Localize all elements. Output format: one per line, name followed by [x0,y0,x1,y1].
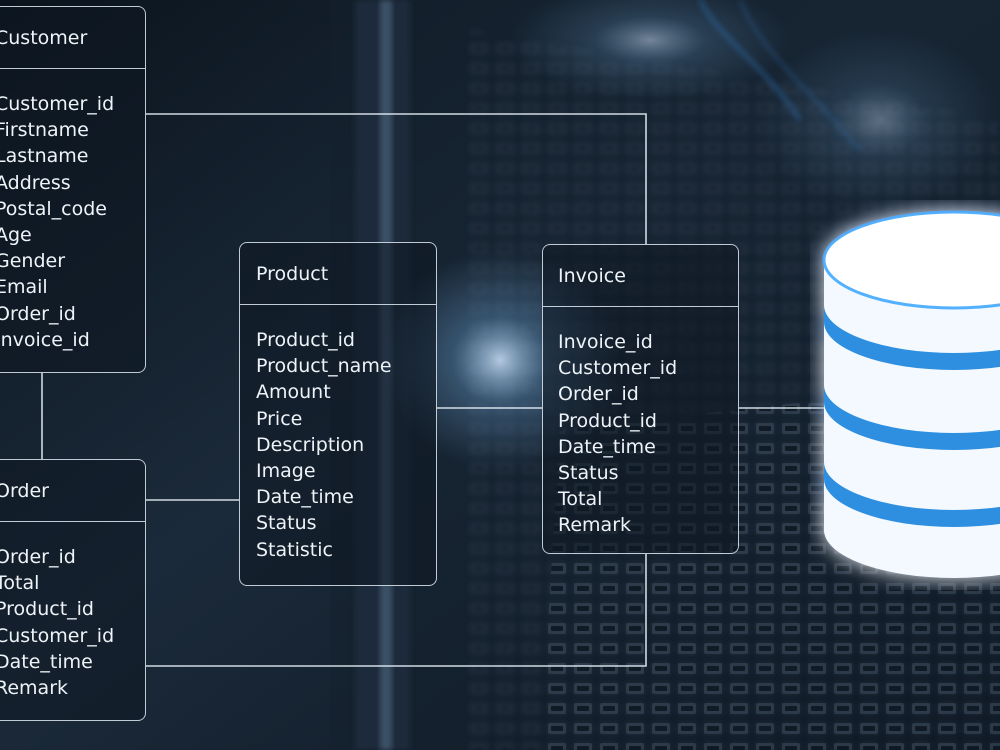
field-status: Status [256,510,436,536]
field-price: Price [256,406,436,432]
field-product-id: Product_id [256,327,436,353]
field-date-time: Date_time [256,484,436,510]
field-date-time: Date_time [558,434,738,460]
field-product-id: Product_id [558,408,738,434]
field-product-name: Product_name [256,353,436,379]
field-customer-id: Customer_id [0,91,145,117]
entity-product-title: Product [240,243,436,305]
field-firstname: Firstname [0,117,145,143]
entity-product: Product Product_id Product_name Amount P… [239,242,437,586]
field-image: Image [256,458,436,484]
field-remark: Remark [558,512,738,538]
entity-customer-title: Customer [0,7,145,69]
field-description: Description [256,432,436,458]
entity-invoice: Invoice Invoice_id Customer_id Order_id … [542,244,739,554]
field-statistic: Statistic [256,537,436,563]
entity-order-fields: Order_id Total Product_id Customer_id Da… [0,522,145,701]
entity-product-fields: Product_id Product_name Amount Price Des… [240,305,436,563]
field-invoice-id: Invoice_id [558,329,738,355]
field-order-id: Order_id [0,544,145,570]
field-customer-id: Customer_id [558,355,738,381]
field-address: Address [0,170,145,196]
field-amount: Amount [256,379,436,405]
field-date-time: Date_time [0,649,145,675]
field-remark: Remark [0,675,145,701]
field-total: Total [558,486,738,512]
field-email: Email [0,274,145,300]
field-postal-code: Postal_code [0,196,145,222]
field-status: Status [558,460,738,486]
field-gender: Gender [0,248,145,274]
entity-invoice-fields: Invoice_id Customer_id Order_id Product_… [543,307,738,539]
database-icon [810,200,1000,590]
field-product-id: Product_id [0,596,145,622]
field-age: Age [0,222,145,248]
entity-order: Order Order_id Total Product_id Customer… [0,459,146,721]
field-lastname: Lastname [0,143,145,169]
field-total: Total [0,570,145,596]
entity-order-title: Order [0,460,145,522]
field-order-id: Order_id [558,381,738,407]
field-customer-id: Customer_id [0,623,145,649]
field-invoice-id: Invoice_id [0,327,145,353]
entity-customer: Customer Customer_id Firstname Lastname … [0,6,146,373]
field-order-id: Order_id [0,301,145,327]
entity-customer-fields: Customer_id Firstname Lastname Address P… [0,69,145,353]
entity-invoice-title: Invoice [543,245,738,307]
